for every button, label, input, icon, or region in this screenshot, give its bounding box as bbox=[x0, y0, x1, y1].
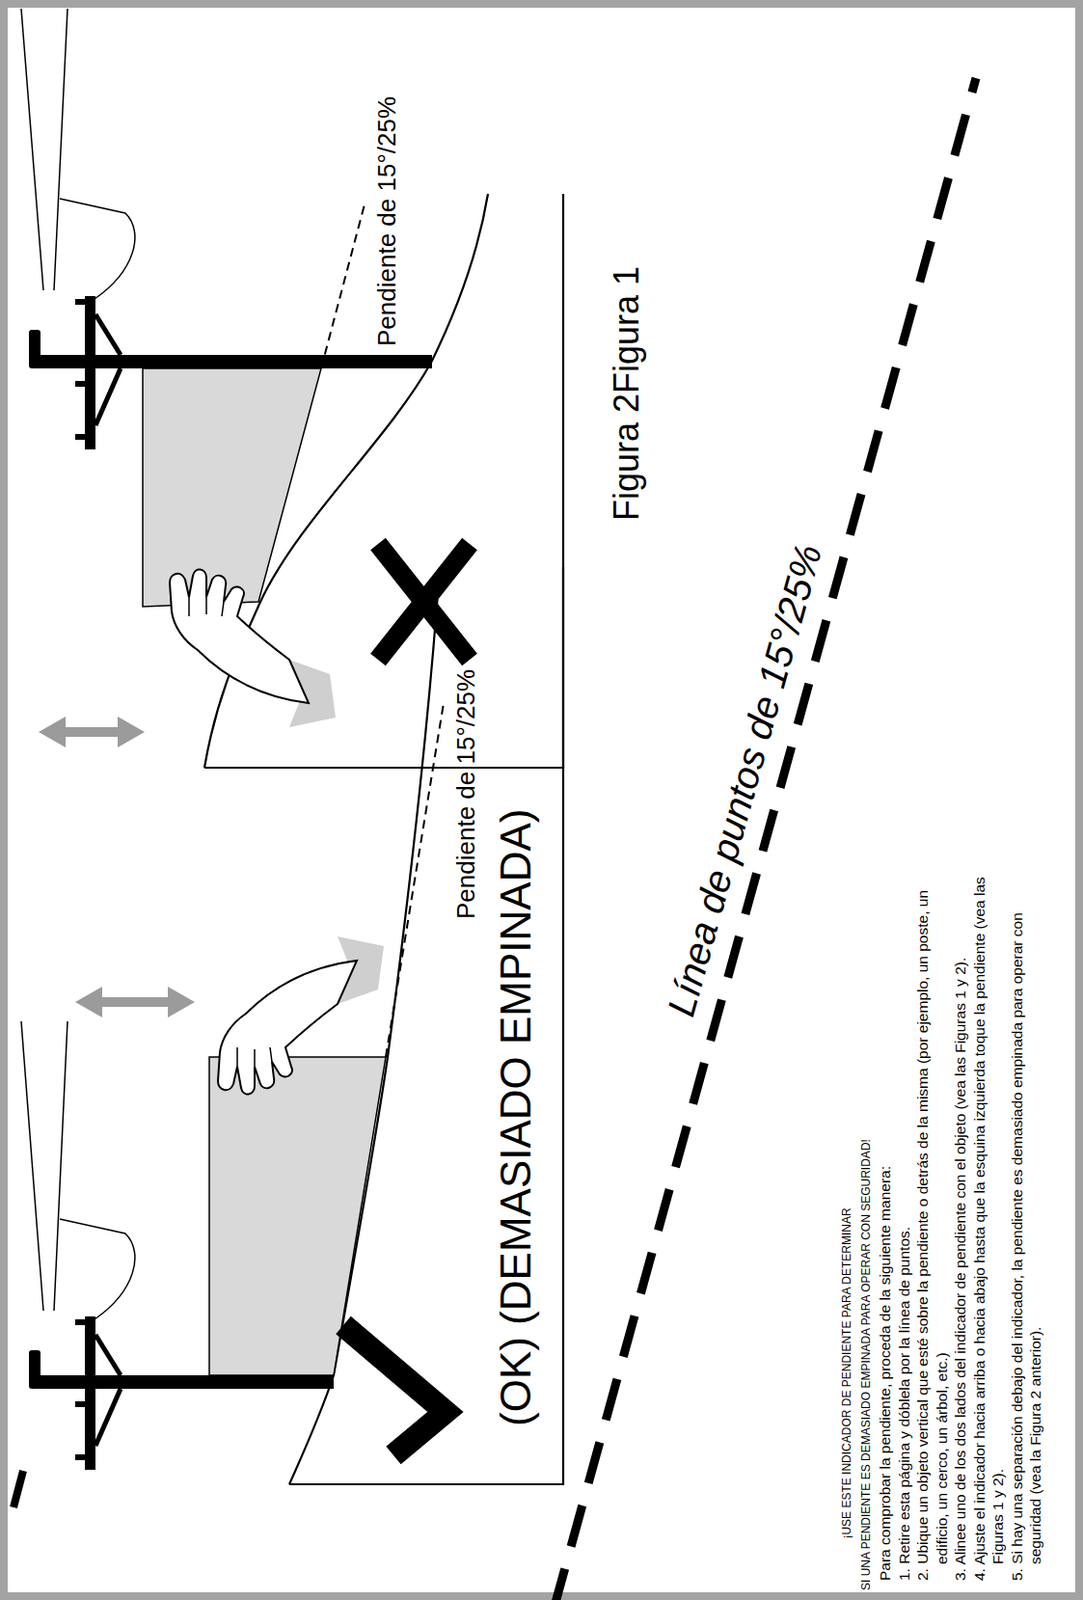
fold-dashed-line bbox=[13, 1470, 24, 1508]
instructions-intro: Para comprobar la pendiente, proceda de … bbox=[875, 847, 895, 1581]
move-arrow bbox=[38, 716, 145, 748]
move-arrow bbox=[75, 986, 195, 1018]
pole-cap bbox=[28, 329, 41, 369]
steep-figure bbox=[21, 8, 564, 768]
fold-dashed-line bbox=[553, 78, 976, 1600]
slope-dashed-line bbox=[385, 703, 444, 1057]
utility-pole bbox=[38, 1375, 334, 1389]
steep-figure bbox=[169, 568, 309, 704]
slope-label: Pendiente de 15°/25% bbox=[451, 669, 482, 920]
x-mark bbox=[378, 543, 470, 660]
utility-pole bbox=[38, 354, 433, 369]
pole-cap bbox=[28, 1350, 41, 1389]
ok-figure bbox=[75, 986, 103, 1018]
instruction-step: 5. Si hay una separación debajo del indi… bbox=[1007, 847, 1046, 1581]
pole-brace bbox=[95, 314, 121, 426]
slope-indicator bbox=[142, 368, 322, 607]
instructions: Para comprobar la pendiente, proceda de … bbox=[875, 847, 1046, 1581]
hand bbox=[169, 568, 336, 728]
page-frame bbox=[3, 3, 1080, 1597]
instruction-step: 4. Ajuste el indicador hacia arriba o ha… bbox=[970, 847, 1008, 1581]
power-wire bbox=[21, 8, 136, 299]
ok-figure bbox=[96, 997, 174, 1007]
power-wire bbox=[21, 1021, 136, 1320]
instruction-step: 3. Alinee uno de los dos lados del indic… bbox=[950, 847, 971, 1581]
instruction-step: 2. Ubique un objeto vertical que esté so… bbox=[913, 847, 951, 1581]
ok-figure bbox=[237, 1047, 272, 1067]
steep-figure bbox=[189, 596, 224, 617]
pole-crossarm bbox=[84, 1316, 96, 1470]
slope-label: Pendiente de 15°/25% bbox=[372, 96, 403, 347]
warning-heading: ¡USE ESTE INDICADOR DE PENDIENTE PARA DE… bbox=[838, 1156, 858, 1591]
check-mark bbox=[343, 1325, 446, 1456]
pole-brace bbox=[95, 1334, 121, 1446]
fold-line-label: Línea de puntos de 15°/25% bbox=[657, 539, 832, 1022]
instruction-step: 1. Retire esta página y dóblela por la l… bbox=[894, 847, 915, 1581]
insulator bbox=[75, 301, 85, 437]
figure-caption: Figura 2Figura 1 bbox=[605, 266, 648, 521]
hand bbox=[217, 936, 384, 1095]
steep-figure bbox=[59, 727, 124, 737]
pole-crossarm bbox=[84, 296, 96, 450]
figure-verdict: (OK) (DEMASIADO EMPINADA) bbox=[489, 809, 542, 1428]
ok-figure bbox=[167, 986, 195, 1018]
slope-dashed-line bbox=[321, 204, 365, 369]
steep-figure bbox=[38, 716, 66, 748]
insulator bbox=[75, 1322, 85, 1458]
steep-figure bbox=[117, 716, 145, 748]
ok-figure bbox=[21, 567, 564, 1485]
warning-heading: SI UNA PENDIENTE ES DEMASIADO EMPINADA P… bbox=[857, 1156, 877, 1591]
ok-figure bbox=[217, 960, 357, 1095]
